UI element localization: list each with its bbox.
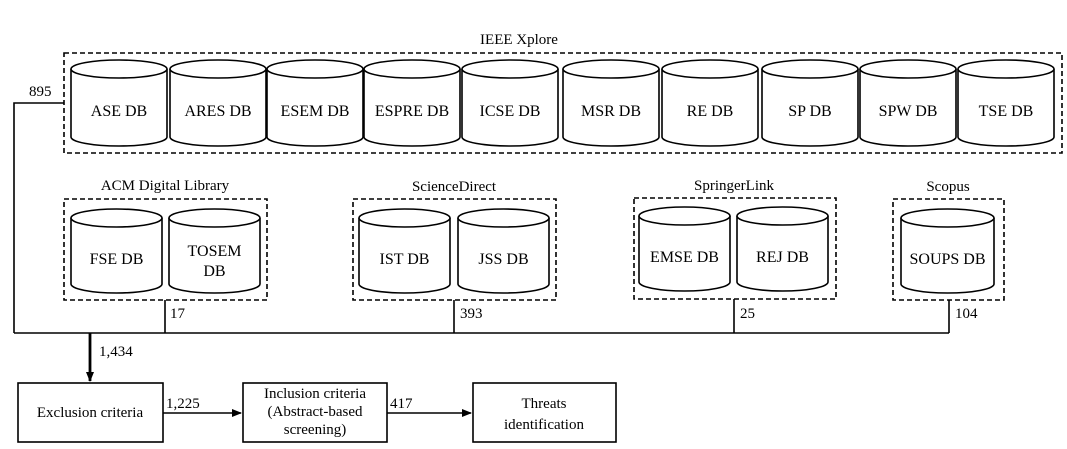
db-label-emse-db: EMSE DB	[650, 249, 719, 266]
inclusion-criteria-label-line1: Inclusion criteria	[264, 386, 366, 402]
threats-identification-box	[472, 382, 617, 443]
db-label-ares-db: ARES DB	[184, 103, 251, 120]
db-label-spw-db: SPW DB	[879, 103, 938, 120]
ieee-group-title: IEEE Xplore	[480, 32, 558, 48]
exclusion-criteria-box	[17, 382, 164, 443]
db-label-icse-db: ICSE DB	[480, 103, 541, 120]
db-label-fse-db: FSE DB	[90, 251, 144, 268]
acm-group-title: ACM Digital Library	[101, 178, 230, 194]
sciencedirect-count: 393	[460, 306, 483, 322]
db-label-rej-db: REJ DB	[756, 249, 809, 266]
inclusion-criteria-label-line2: (Abstract-based	[268, 404, 363, 420]
db-label-espre-db: ESPRE DB	[375, 103, 449, 120]
db-label-tosem-db-line2: DB	[203, 263, 225, 280]
db-cylinder-sp-db: SP DB	[761, 59, 859, 147]
exclusion-criteria-label: Exclusion criteria	[37, 405, 144, 421]
sciencedirect-group-title: ScienceDirect	[412, 179, 497, 195]
db-cylinder-tse-db: TSE DB	[957, 59, 1055, 147]
after-exclusion-count: 1,225	[166, 396, 200, 412]
db-label-ase-db: ASE DB	[91, 103, 147, 120]
db-cylinder-jss-db: JSS DB	[457, 208, 550, 294]
ieee-connector-line	[13, 102, 64, 333]
db-cylinder-emse-db: EMSE DB	[638, 206, 731, 292]
db-cylinder-espre-db: ESPRE DB	[363, 59, 461, 147]
db-cylinder-rej-db: REJ DB	[736, 206, 829, 292]
db-label-jss-db: JSS DB	[478, 251, 528, 268]
db-cylinder-icse-db: ICSE DB	[461, 59, 559, 147]
db-label-tse-db: TSE DB	[979, 103, 1034, 120]
scopus-group-title: Scopus	[926, 179, 970, 195]
ieee-count: 895	[29, 84, 52, 100]
threats-identification-label-line1: Threats	[522, 396, 567, 412]
db-cylinder-ase-db: ASE DB	[70, 59, 168, 147]
db-label-re-db: RE DB	[687, 103, 734, 120]
db-cylinder-ares-db: ARES DB	[169, 59, 267, 147]
db-label-ist-db: IST DB	[380, 251, 430, 268]
threats-identification-label-line2: identification	[504, 417, 584, 433]
springer-group-title: SpringerLink	[694, 178, 774, 194]
db-label-soups-db: SOUPS DB	[909, 251, 985, 268]
db-cylinder-msr-db: MSR DB	[562, 59, 660, 147]
springer-group-frame	[633, 197, 837, 300]
springer-count: 25	[740, 306, 755, 322]
db-label-msr-db: MSR DB	[581, 103, 641, 120]
db-cylinder-re-db: RE DB	[661, 59, 759, 147]
after-inclusion-count: 417	[390, 396, 413, 412]
db-cylinder-soups-db: SOUPS DB	[900, 208, 995, 294]
total-count: 1,434	[99, 344, 133, 360]
db-cylinder-esem-db: ESEM DB	[266, 59, 364, 147]
db-label-sp-db: SP DB	[788, 103, 831, 120]
db-cylinder-fse-db: FSE DB	[70, 208, 163, 294]
inclusion-criteria-label-line3: screening)	[284, 422, 346, 438]
db-label-esem-db: ESEM DB	[281, 103, 350, 120]
scopus-count: 104	[955, 306, 978, 322]
acm-count: 17	[170, 306, 186, 322]
db-label-tosem-db-line1: TOSEM	[188, 243, 242, 260]
db-cylinder-spw-db: SPW DB	[859, 59, 957, 147]
db-cylinder-ist-db: IST DB	[358, 208, 451, 294]
db-cylinder-tosem-db: TOSEM DB	[168, 208, 261, 294]
